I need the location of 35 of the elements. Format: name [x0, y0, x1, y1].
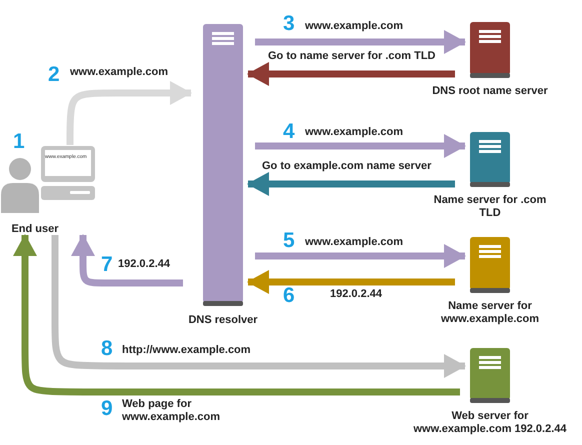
edge-label: Go to name server for .com TLD [268, 50, 436, 63]
arrow [52, 235, 466, 378]
server-label: DNS root name server [431, 85, 549, 98]
arrow [71, 234, 183, 286]
arrow [66, 81, 192, 145]
edge-label: www.example.com [305, 236, 404, 249]
arrow [247, 172, 455, 196]
arrow [247, 62, 455, 86]
arrow [13, 234, 460, 396]
arrow [247, 270, 455, 294]
step-number: 9 [101, 398, 113, 420]
edge-label: 192.0.2.44 [330, 288, 382, 301]
step-number: 3 [283, 13, 295, 35]
arrow [255, 30, 466, 54]
node-label: DNS resolver [187, 314, 259, 327]
step-number: 4 [283, 121, 295, 143]
arrow [255, 134, 466, 158]
server-label: Web server for www.example.com 192.0.2.44 [412, 410, 568, 436]
step-number: 8 [101, 338, 113, 360]
edge-label: www.example.com [305, 126, 404, 139]
edge-label: Web page for www.example.com [122, 398, 222, 424]
edge-label: Go to example.com name server [262, 160, 432, 173]
step-number: 7 [101, 254, 113, 276]
node-label: End user [10, 223, 60, 236]
server-label: Name server for .com TLD [432, 194, 548, 220]
edge-label: 192.0.2.44 [118, 258, 170, 271]
step-number: 2 [48, 64, 60, 86]
step-number: 1 [13, 131, 25, 153]
step-number: 6 [283, 285, 295, 307]
arrow [255, 244, 466, 268]
server-label: Name server for www.example.com [440, 300, 540, 326]
edge-label: www.example.com [305, 20, 404, 33]
edge-label: www.example.com [70, 66, 168, 79]
edge-label: http://www.example.com [122, 344, 251, 357]
step-number: 5 [283, 230, 295, 252]
